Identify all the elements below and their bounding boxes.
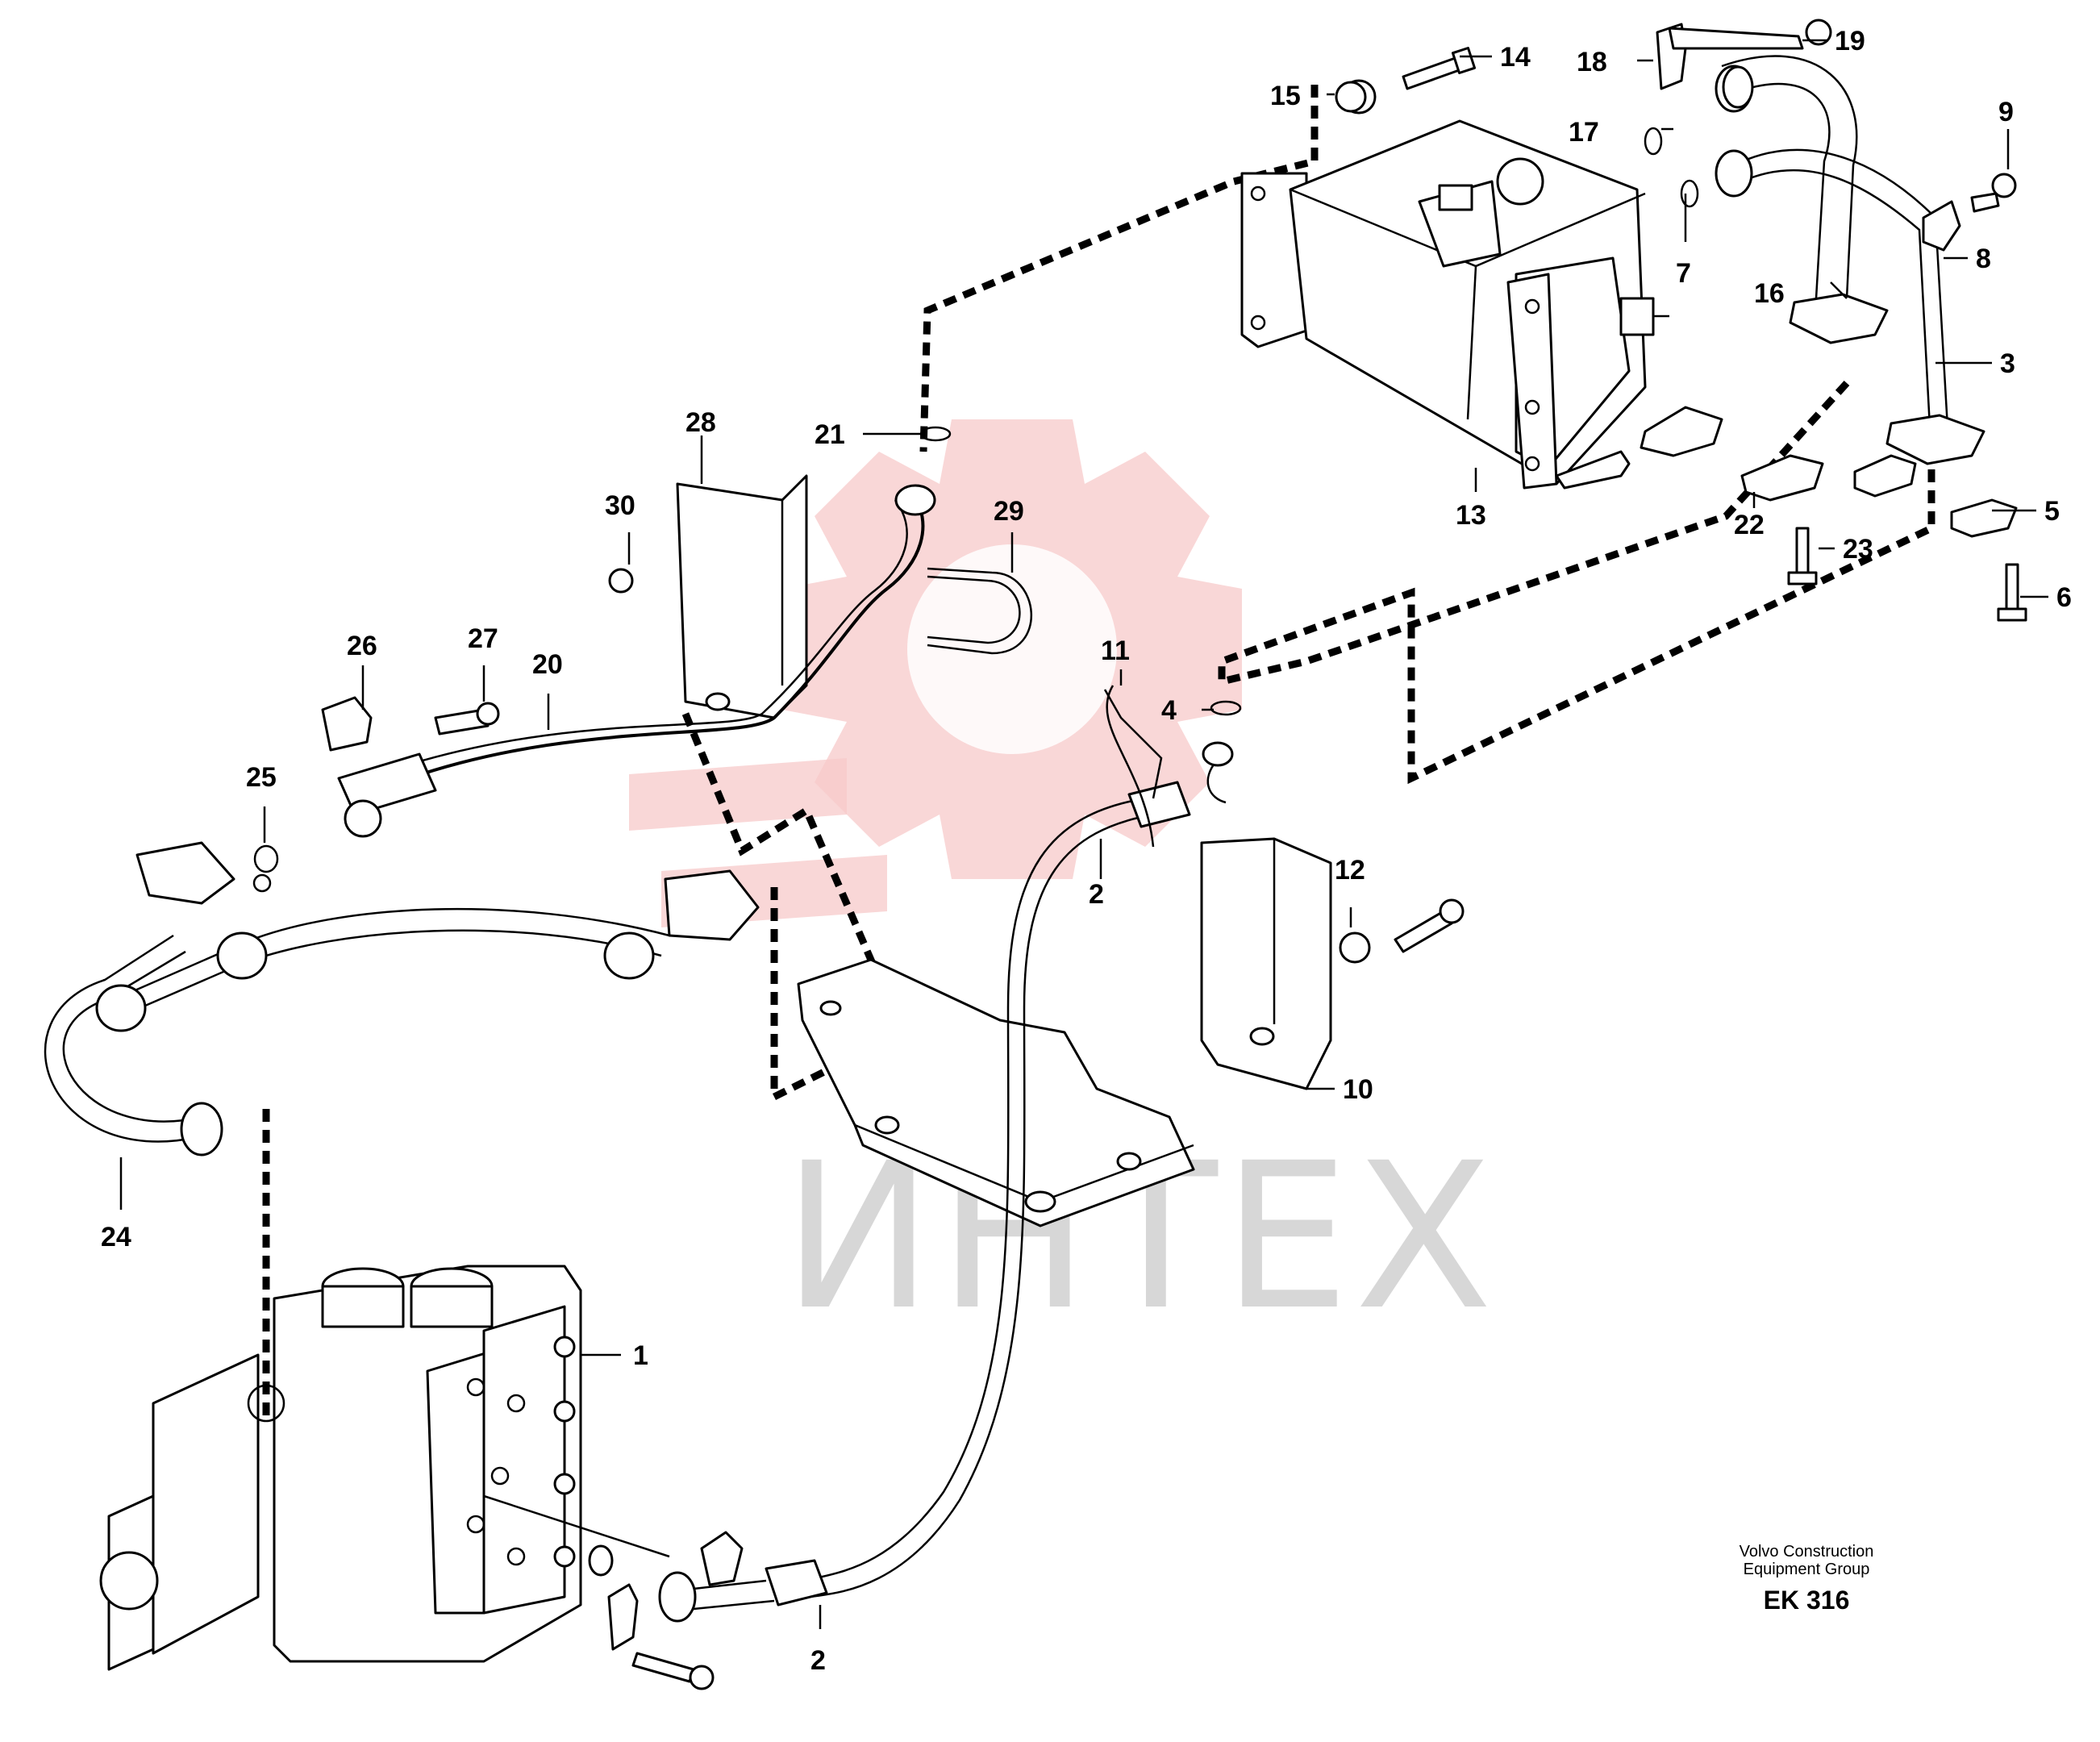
company-name-line1: Volvo Construction [1740,1543,1874,1561]
control-valve [99,1265,775,1690]
callout-6: 6 [2056,582,2072,613]
callout-26: 26 [347,631,377,661]
hose-2 [765,685,1234,1607]
callout-14: 14 [1500,42,1531,73]
callout-16: 16 [1754,278,1785,309]
callout-9: 9 [1998,97,2014,127]
o-rings [253,65,1754,873]
callout-21: 21 [815,419,845,450]
callout-18: 18 [1577,47,1607,77]
callout-8: 8 [1976,244,1991,274]
company-name-line2: Equipment Group [1744,1561,1870,1578]
diagram-code: EK 316 [1764,1586,1850,1615]
callout-19: 19 [1835,26,1865,56]
callout-29: 29 [994,496,1024,527]
hose-assembly-20 [337,484,936,838]
return-pipes [1715,55,1985,465]
callout-1: 1 [633,1340,648,1371]
callout-22: 22 [1734,510,1765,540]
callout-30: 30 [605,490,635,521]
tube-assembly-24 [44,841,760,1156]
callout-2-bottom: 2 [810,1645,826,1676]
callout-27: 27 [468,623,498,654]
callout-5: 5 [2044,496,2060,527]
bracket-28 [608,474,808,719]
clamp-halves [1640,23,2018,538]
callout-3: 3 [2000,348,2015,379]
leader-lines [119,39,2048,1629]
callout-7: 7 [1676,258,1691,289]
callout-17: 17 [1569,117,1599,148]
mounting-plate [797,837,1465,1227]
callout-labels: 1 2 2 3 4 5 6 7 8 9 10 11 12 13 14 15 16… [101,26,2072,1676]
callout-28: 28 [685,407,716,438]
callout-2-middle: 2 [1089,879,1104,910]
u-bolt-29 [927,567,1032,655]
callout-11: 11 [1101,636,1130,666]
callout-13: 13 [1456,500,1486,531]
callout-24: 24 [101,1222,131,1252]
callout-15: 15 [1270,81,1301,111]
callout-25: 25 [246,762,277,793]
callout-10: 10 [1343,1074,1373,1105]
callout-23: 23 [1843,534,1873,565]
callout-12: 12 [1335,855,1365,886]
callout-20: 20 [532,649,563,680]
hydraulic-tank [1240,119,1669,490]
diagram-caption: Volvo Construction Equipment Group EK 31… [1740,1543,1874,1615]
callout-4: 4 [1161,695,1177,726]
